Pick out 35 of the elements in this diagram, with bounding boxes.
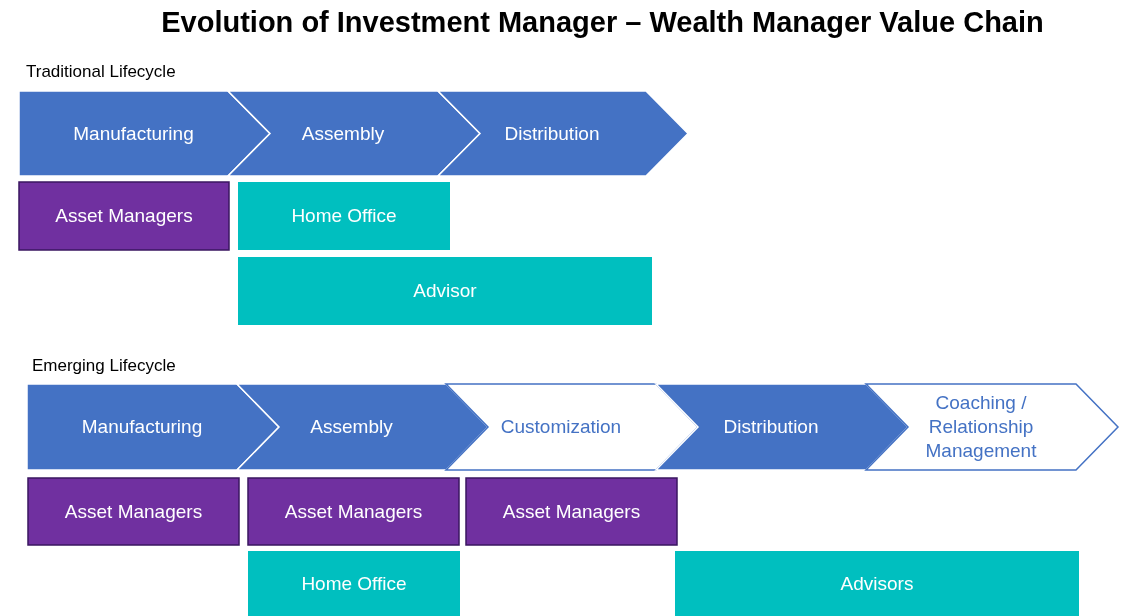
step-label: Advisor [413, 279, 477, 303]
diagram-title: Evolution of Investment Manager – Wealth Manager Value Chain [160, 6, 1045, 39]
step-label: Asset Managers [284, 499, 423, 524]
chevron-step [446, 384, 698, 470]
chevron-step [228, 91, 480, 176]
chevron-step [237, 384, 488, 470]
role-box [675, 551, 1079, 616]
step-label: Manufacturing [81, 415, 203, 439]
role-box [238, 182, 450, 250]
organization-box [248, 478, 459, 545]
step-label: Assembly [310, 415, 393, 439]
section-heading: Emerging Lifecycle [32, 356, 176, 376]
chevron-step [27, 384, 279, 470]
step-label: Asset Managers [64, 499, 203, 524]
organization-box [466, 478, 677, 545]
step-label: Advisors [840, 571, 914, 596]
role-box [238, 257, 652, 325]
role-box [248, 551, 460, 616]
organization-box [28, 478, 239, 545]
chevron-step [656, 384, 908, 470]
step-label: Coaching / Relationship Management [924, 391, 1038, 463]
step-label: Distribution [504, 121, 600, 146]
step-label: Customization [500, 415, 622, 439]
step-label: Asset Managers [55, 204, 193, 228]
organization-box [19, 182, 229, 250]
step-label: Assembly [301, 121, 385, 146]
step-label: Distribution [723, 415, 819, 439]
step-label: Home Office [291, 204, 397, 228]
step-label: Manufacturing [73, 121, 194, 146]
step-label: Asset Managers [502, 499, 641, 524]
chevron-step [19, 91, 270, 176]
step-label: Home Office [301, 571, 407, 596]
section-heading: Traditional Lifecycle [26, 62, 176, 82]
chevron-step [438, 91, 688, 176]
chevron-step [866, 384, 1118, 470]
